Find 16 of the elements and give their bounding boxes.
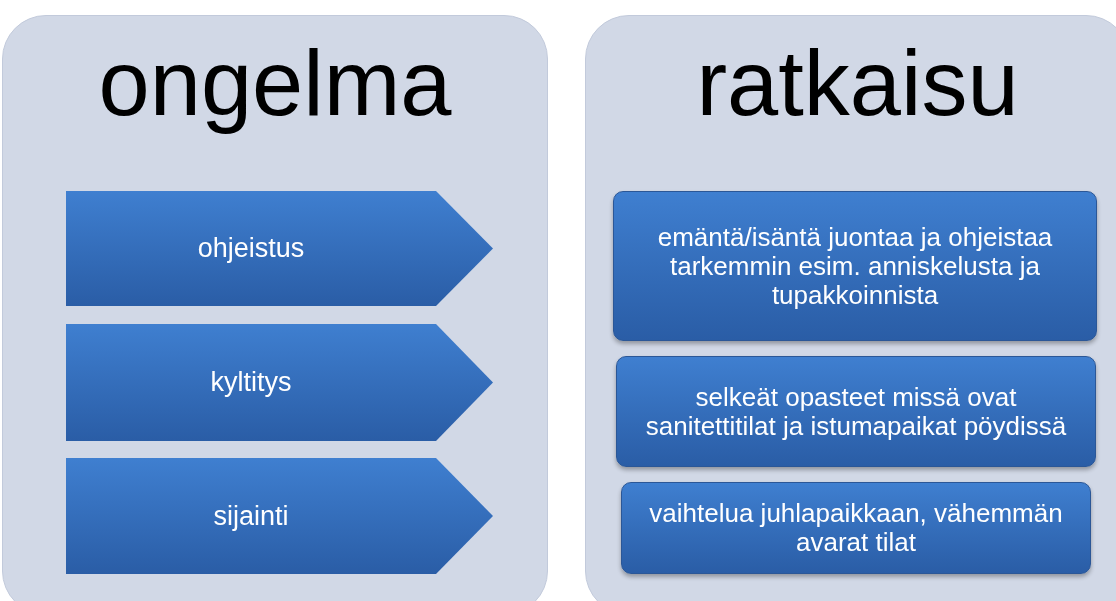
panel	[585, 15, 1116, 601]
chevron-label: sijainti	[213, 499, 289, 533]
chevron-shape	[66, 458, 493, 574]
chevron-label: ohjeistus	[197, 232, 305, 266]
chevron-label: kyltitys	[210, 366, 292, 400]
chevron-shape	[66, 324, 493, 441]
panel	[2, 15, 548, 601]
card-text: vaihtelua juhlapaikkaan, vähemmän avarat tilat	[648, 499, 1064, 557]
solution-card	[621, 482, 1091, 574]
solution-card	[616, 356, 1096, 467]
solution-card	[613, 191, 1097, 341]
chevron-shape	[66, 191, 493, 306]
card-text: selkeät opasteet missä ovat sanitettitilat ja istumapaikat pöydissä	[644, 382, 1068, 441]
card-text: emäntä/isäntä juontaa ja ohjeistaa tarkemmin esim. anniskelusta ja tupakkoinnista	[656, 222, 1054, 310]
panel-heading: ongelma	[97, 31, 453, 136]
panel-heading: ratkaisu	[695, 31, 1020, 136]
